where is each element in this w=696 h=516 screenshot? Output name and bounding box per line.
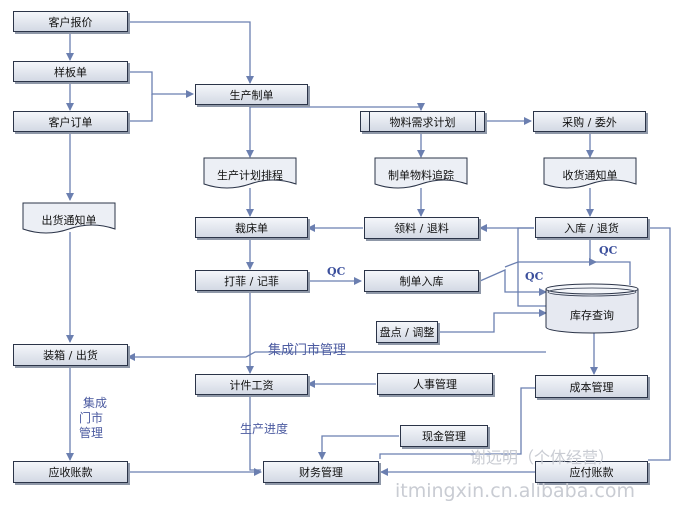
conn-qc-inventory bbox=[504, 258, 597, 268]
conn-inventory-packing bbox=[127, 351, 546, 361]
conn-sample-production bbox=[128, 71, 194, 98]
conn-production-mrp bbox=[249, 103, 425, 111]
node-material-issue[interactable]: 领料 / 退料 bbox=[364, 217, 479, 239]
node-cost-management[interactable]: 成本管理 bbox=[535, 375, 648, 398]
node-material-tracking[interactable]: 制单物料追踪 bbox=[374, 157, 468, 190]
conn-stockcount-inventory bbox=[438, 309, 547, 333]
watermark-site: itmingxin.cn.alibaba.com bbox=[395, 480, 635, 502]
conn-cost-finance bbox=[379, 387, 537, 459]
node-production-storage[interactable]: 制单入库 bbox=[364, 270, 479, 292]
label-store-management-vertical: 集成 门市 管理 bbox=[79, 396, 107, 441]
node-piece-wage[interactable]: 计件工资 bbox=[195, 374, 308, 395]
conn-wage-finance bbox=[249, 396, 261, 471]
node-accounts-payable[interactable]: 应付账款 bbox=[535, 461, 648, 483]
node-label: 物料需求计划 bbox=[389, 115, 456, 129]
node-stock-count[interactable]: 盘点 / 调整 bbox=[376, 321, 438, 343]
node-label: 制单物料追踪 bbox=[388, 169, 454, 182]
node-label: 收货通知单 bbox=[562, 169, 618, 182]
node-inventory-query[interactable]: 库存查询 bbox=[545, 283, 639, 334]
node-finance[interactable]: 财务管理 bbox=[263, 461, 379, 483]
node-receipt-notice[interactable]: 收货通知单 bbox=[543, 157, 637, 190]
node-production-schedule[interactable]: 生产计划排程 bbox=[203, 157, 297, 190]
node-hr[interactable]: 人事管理 bbox=[377, 373, 493, 395]
mrp-right-bar bbox=[475, 112, 476, 131]
vertical-line-2: 门市 bbox=[79, 411, 104, 425]
conn-warehouse-inventory bbox=[589, 239, 631, 285]
node-mrp[interactable]: 物料需求计划 bbox=[360, 111, 485, 132]
node-packing-shipping[interactable]: 装箱 / 出货 bbox=[13, 344, 128, 366]
label-qc-right: QC bbox=[525, 270, 544, 283]
conn-storage-inventory bbox=[479, 269, 547, 296]
node-label: 出货通知单 bbox=[41, 214, 97, 227]
node-cutting-sheet[interactable]: 裁床单 bbox=[195, 217, 308, 238]
document-shape-icon bbox=[374, 157, 468, 189]
node-customer-quote[interactable]: 客户报价 bbox=[13, 11, 128, 32]
conn-order-production bbox=[128, 94, 153, 122]
label-store-management: 集成门市管理 bbox=[268, 343, 347, 358]
node-shipping-notice[interactable]: 出货通知单 bbox=[22, 202, 116, 235]
node-purchase[interactable]: 采购 / 委外 bbox=[533, 111, 646, 132]
label-qc-inventory: QC bbox=[599, 244, 618, 257]
node-warehouse-in-out[interactable]: 入库 / 退货 bbox=[535, 217, 648, 238]
node-accounts-receivable[interactable]: 应收账款 bbox=[13, 461, 128, 483]
vertical-line-1: 集成 bbox=[83, 396, 108, 410]
label-production-progress: 生产进度 bbox=[240, 422, 289, 436]
document-shape-icon bbox=[543, 157, 637, 189]
node-label: 库存查询 bbox=[570, 309, 614, 322]
conn-quote-production bbox=[128, 21, 254, 84]
document-shape-icon bbox=[22, 202, 116, 234]
document-shape-icon bbox=[203, 157, 297, 189]
conn-cash-finance bbox=[318, 435, 399, 460]
label-qc-left: QC bbox=[327, 265, 346, 278]
watermark-author: 谢远明（个体经营） bbox=[470, 448, 615, 467]
node-customer-order[interactable]: 客户订单 bbox=[13, 111, 128, 132]
conn-payable-right bbox=[648, 227, 671, 461]
node-embroider[interactable]: 打菲 / 记菲 bbox=[195, 270, 308, 291]
database-cylinder-icon bbox=[545, 283, 639, 334]
mrp-left-bar bbox=[369, 112, 370, 131]
vertical-line-3: 管理 bbox=[79, 426, 104, 440]
node-sample-sheet[interactable]: 样板单 bbox=[13, 61, 128, 82]
node-production-order[interactable]: 生产制单 bbox=[195, 84, 308, 105]
conn-warehouse-issue bbox=[517, 227, 546, 307]
node-cash-management[interactable]: 现金管理 bbox=[400, 425, 488, 447]
node-label: 生产计划排程 bbox=[217, 169, 283, 182]
